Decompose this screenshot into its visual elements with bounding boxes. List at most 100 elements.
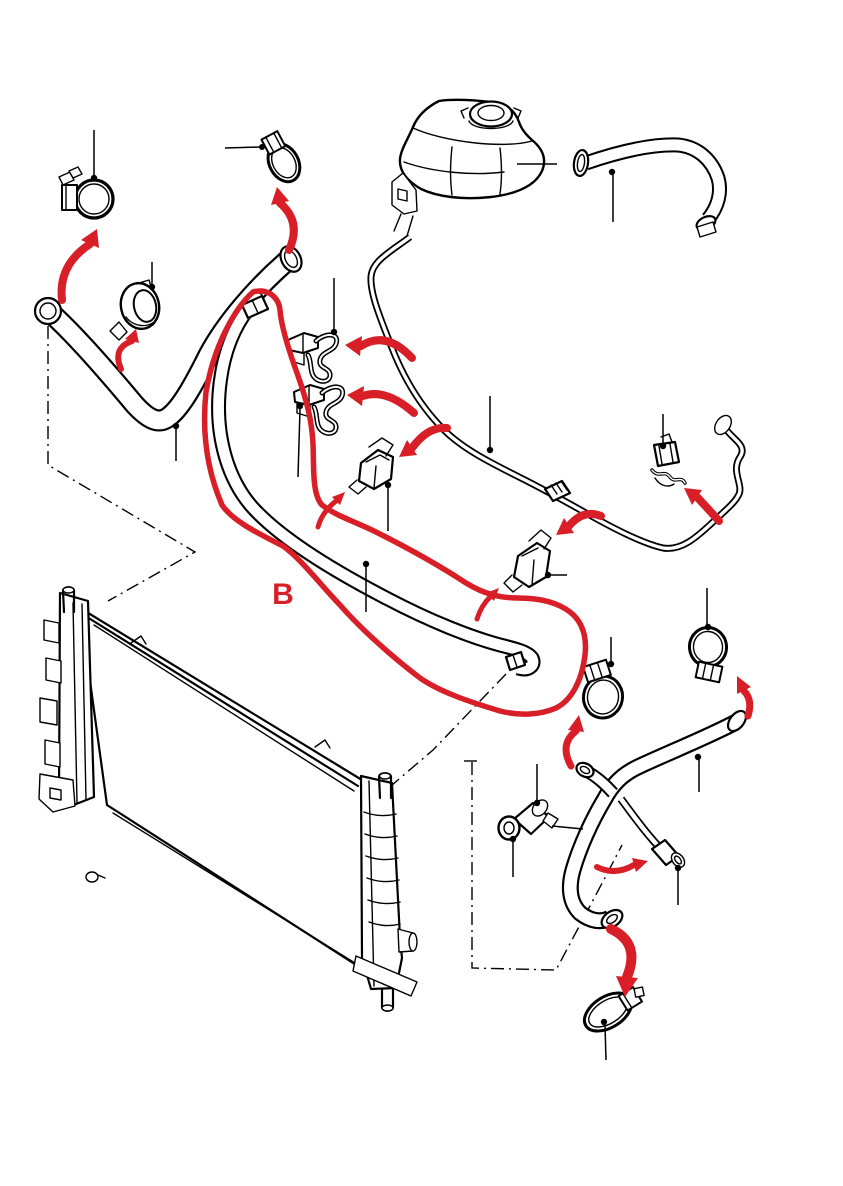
lower-hose-fill [564, 716, 739, 928]
sleeve-rib1 [550, 484, 558, 495]
leader-dot [172, 422, 180, 430]
radiator-core-step1 [130, 635, 147, 645]
arrow-to-clip-4 [556, 510, 605, 535]
clamp-screw-line1 [589, 664, 596, 681]
leader-clamp-right-upper [704, 588, 712, 631]
hose-clip-4 [503, 529, 552, 593]
clip5-wave-inner [651, 469, 686, 484]
arrow-to-clip-3 [399, 423, 451, 457]
degas-hose-fill [584, 139, 726, 223]
upper-hose-flange-bore [39, 302, 57, 320]
hose-clamp-top-left [58, 166, 115, 220]
arrow-tail [357, 336, 416, 362]
leader-branch-fitting [674, 864, 682, 905]
right-tank-rib [364, 833, 398, 839]
top-fitting-line [251, 299, 259, 314]
left-tank-seam1 [72, 602, 78, 804]
phantom-line-lower-right [471, 762, 623, 971]
leader-dot [544, 571, 552, 579]
leader-dot [674, 864, 682, 872]
coupling-detail [125, 316, 158, 327]
arrow-tail [408, 423, 451, 452]
clamp-screw-line1 [701, 662, 707, 680]
leader-coupling [148, 262, 156, 291]
left-tank-bracket2 [45, 657, 62, 684]
right-tank-rib [367, 899, 401, 905]
arrow-head [486, 588, 499, 601]
clamp-screw-head [633, 986, 645, 998]
arrow-tail [562, 727, 580, 770]
upper-hose-flange [33, 296, 63, 326]
lower-hose-bottom-bore [605, 913, 619, 925]
degas-hose-end-fitting [696, 221, 717, 238]
arrow-head [271, 187, 289, 205]
leader-clip-2 [296, 402, 304, 478]
leader-clamp-top-left [90, 130, 98, 182]
leader-clamp-right-lower [607, 637, 615, 668]
right-tank-rib [363, 811, 397, 817]
hose-clip-1 [287, 332, 340, 384]
arrow-to-clip-2 [347, 386, 418, 417]
hose-clamp-right-upper [687, 626, 729, 684]
arrow-to-clamp-bottom [606, 924, 638, 997]
leader-t-connector-top [533, 764, 541, 807]
t-connector [497, 799, 559, 841]
radiator-core-top-seam [85, 615, 360, 788]
degas-hose-flange-bore [576, 153, 586, 173]
degas-hose [572, 137, 728, 238]
hose-clamp-top-middle [260, 130, 302, 184]
tank-crease3 [499, 147, 503, 195]
cap-inner [477, 104, 505, 122]
overflow-hose-end-flange [713, 414, 733, 436]
clip3-inner2 [373, 465, 377, 489]
radiator-left-tank [38, 586, 106, 883]
arrow-head [399, 440, 417, 457]
leader-line [604, 1024, 607, 1061]
arrow-head [737, 676, 751, 694]
tank-bracket-hole [397, 188, 408, 202]
phantom-line-hook-to-radiator [384, 673, 507, 792]
clamp-screw-line1 [265, 136, 275, 153]
leader-dot [362, 560, 370, 568]
leader-clamp-top-middle [224, 144, 265, 150]
leader-line [551, 825, 584, 830]
arrow-tail [693, 493, 723, 525]
clip5-hook [654, 477, 675, 487]
left-tank-bracket4 [44, 739, 61, 768]
right-tank-rib [366, 877, 400, 883]
leader-dot [486, 446, 494, 454]
clip4-flap [528, 529, 552, 550]
leader-dot [704, 623, 712, 631]
hose-clamp-bottom [582, 986, 645, 1033]
leader-dot [607, 660, 615, 668]
arrow-tail [115, 338, 135, 372]
clip4-inner2 [531, 559, 535, 586]
leader-clamp-bottom [600, 1018, 608, 1061]
drain-plug-stub [97, 874, 106, 879]
arrow-tail [276, 199, 298, 254]
right-tank-body [359, 774, 404, 991]
clamp-screw-line2 [273, 132, 283, 149]
hose-clamp-right-lower [581, 658, 625, 720]
coupling-body [119, 281, 161, 331]
coupling-tab [109, 321, 128, 341]
arrow-tail [57, 240, 94, 304]
clamp-band-inner [78, 183, 110, 215]
end-fitting-line [512, 654, 518, 668]
t-connector-port-left [497, 815, 521, 841]
radiator-core-bottom-seam [112, 812, 385, 982]
cap-tab-left [460, 107, 469, 119]
arrow-head [345, 336, 362, 356]
left-tank-bracket1 [43, 619, 60, 644]
radiator [38, 586, 418, 1012]
loop-direction-arrow-1 [315, 492, 345, 530]
sleeve-rib2 [555, 482, 563, 493]
leader-line [224, 146, 262, 149]
cap-skirt [468, 120, 514, 130]
right-tank-bottom-pin-end [381, 1004, 394, 1012]
heater-hose-fill [213, 298, 539, 675]
arrow-tail [740, 687, 754, 720]
right-tank-rib [365, 855, 399, 861]
